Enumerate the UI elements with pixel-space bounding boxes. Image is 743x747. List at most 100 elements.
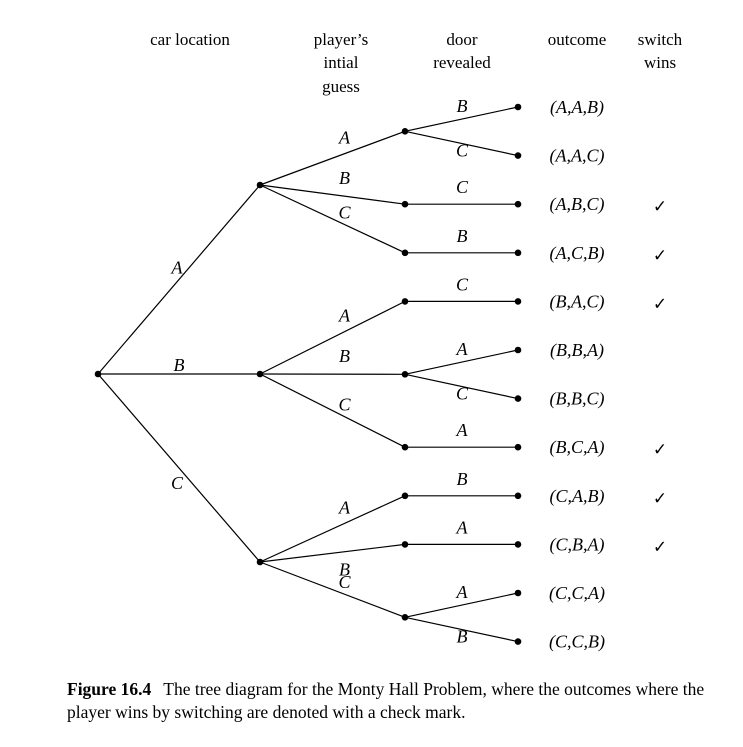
outcome-car-b-guess-b-reveal-c: (B,B,C) xyxy=(550,389,605,410)
header-initial-guess-line-1: player’s xyxy=(314,30,368,49)
check-mark-car-a-guess-c-reveal-b: ✓ xyxy=(653,246,667,266)
label-car-a-guess-a-reveal-c: C xyxy=(456,140,469,160)
edge-car-c-guess-b xyxy=(259,543,406,563)
outcome-car-c-guess-c-reveal-a: (C,C,A) xyxy=(549,583,605,604)
header-initial-guess-line-2: intial xyxy=(324,53,359,72)
label-car-c-guess-b-reveal-a: A xyxy=(456,517,469,537)
guess-node-car-a-guess-c xyxy=(401,249,409,257)
edge-root-to-car-c xyxy=(97,373,261,563)
outcome-car-b-guess-a-reveal-c: (B,A,C) xyxy=(550,291,605,312)
outcome-car-c-guess-c-reveal-b: (C,C,B) xyxy=(549,632,605,653)
leaf-node-car-a-guess-a-reveal-c xyxy=(514,152,522,159)
guess-node-car-b-guess-a xyxy=(401,298,409,305)
guess-node-car-b-guess-c xyxy=(401,443,409,451)
label-car-a-guess-a: A xyxy=(338,128,351,148)
label-car-c-guess-a-reveal-b: B xyxy=(457,469,468,489)
label-car-b-guess-a-reveal-c: C xyxy=(456,274,469,294)
outcome-car-a-guess-b-reveal-c: (A,B,C) xyxy=(550,194,605,215)
leaf-node-car-a-guess-a-reveal-b xyxy=(514,103,522,111)
outcome-car-a-guess-a-reveal-c: (A,A,C) xyxy=(550,146,605,167)
edge-car-b-guess-a xyxy=(259,300,406,375)
label-car-b-guess-b: B xyxy=(339,346,350,366)
label-car-c-guess-a: A xyxy=(338,497,351,517)
figure-label: Figure 16.4 xyxy=(67,679,152,699)
label-car-c-guess-c-reveal-a: A xyxy=(456,582,469,602)
car-node-car-a xyxy=(256,181,264,189)
monty-hall-tree-diagram: car location player’s intial guess door … xyxy=(94,30,683,653)
header-initial-guess-line-3: guess xyxy=(322,77,360,96)
guess-node-car-b-guess-b xyxy=(401,371,409,378)
check-mark-car-b-guess-a-reveal-c: ✓ xyxy=(653,294,667,314)
outcome-car-a-guess-a-reveal-b: (A,A,B) xyxy=(550,97,604,118)
outcome-car-b-guess-b-reveal-a: (B,B,A) xyxy=(550,340,604,361)
header-outcome: outcome xyxy=(548,30,607,49)
check-mark-car-c-guess-a-reveal-b: ✓ xyxy=(653,489,667,509)
check-mark-car-b-guess-c-reveal-a: ✓ xyxy=(653,440,667,460)
header-switch-wins-line-2: wins xyxy=(644,53,676,72)
edge-car-c-guess-c-reveal-b xyxy=(404,616,519,643)
outcome-car-c-guess-b-reveal-a: (C,B,A) xyxy=(550,534,605,555)
edge-car-a-guess-b xyxy=(259,184,406,205)
label-car-a-guess-c-reveal-b: B xyxy=(457,226,468,246)
label-car-b-guess-b-reveal-a: A xyxy=(456,339,469,359)
label-car-a-guess-b-reveal-c: C xyxy=(456,177,469,197)
edge-car-b-guess-b-reveal-a xyxy=(404,349,519,375)
check-mark-car-c-guess-b-reveal-a: ✓ xyxy=(653,537,667,557)
column-headers: car location player’s intial guess door … xyxy=(150,30,683,96)
leaf-node-car-c-guess-b-reveal-a xyxy=(514,541,522,548)
label-car-a-guess-a-reveal-b: B xyxy=(457,96,468,116)
label-car-c-guess-c-reveal-b: B xyxy=(457,626,468,646)
edge-car-a-guess-c xyxy=(259,184,406,254)
label-car-b-guess-c-reveal-a: A xyxy=(456,420,469,440)
label-car-b-guess-b-reveal-c: C xyxy=(456,383,469,403)
edge-car-a-guess-a xyxy=(259,130,406,186)
outcome-car-b-guess-c-reveal-a: (B,C,A) xyxy=(550,437,605,458)
outcome-car-c-guess-a-reveal-b: (C,A,B) xyxy=(550,486,605,507)
edge-car-a-guess-a-reveal-c xyxy=(404,130,519,157)
tree-nodes xyxy=(94,103,522,645)
guess-node-car-a-guess-b xyxy=(401,200,409,208)
tree-edges xyxy=(97,106,519,643)
label-car-c-guess-c: C xyxy=(338,572,351,592)
edge-car-b-guess-b-reveal-c xyxy=(404,373,519,400)
label-car-b: B xyxy=(174,355,185,375)
header-switch-wins-line-1: switch xyxy=(638,30,683,49)
guess-node-car-c-guess-c xyxy=(401,614,409,621)
label-car-c: C xyxy=(171,473,184,493)
header-car-location: car location xyxy=(150,30,230,49)
guess-node-car-c-guess-a xyxy=(401,492,409,500)
leaf-node-car-b-guess-b-reveal-a xyxy=(514,346,522,354)
leaf-node-car-a-guess-c-reveal-b xyxy=(514,249,522,257)
label-car-a-guess-c: C xyxy=(338,203,351,223)
header-door-revealed-line-1: door xyxy=(446,30,478,49)
leaf-node-car-b-guess-a-reveal-c xyxy=(514,298,522,305)
leaf-node-car-a-guess-b-reveal-c xyxy=(514,200,522,208)
root-node xyxy=(94,370,102,378)
label-car-a-guess-b: B xyxy=(339,168,350,188)
leaf-node-car-b-guess-c-reveal-a xyxy=(514,443,522,451)
label-car-a: A xyxy=(171,258,184,278)
car-node-car-b xyxy=(256,370,264,378)
header-door-revealed-line-2: revealed xyxy=(433,53,491,72)
guess-node-car-c-guess-b xyxy=(401,541,409,548)
label-car-c-guess-b: B xyxy=(339,560,350,580)
leaf-node-car-c-guess-c-reveal-a xyxy=(514,589,522,597)
edge-car-c-guess-a xyxy=(259,495,406,563)
leaf-node-car-c-guess-c-reveal-b xyxy=(514,638,522,645)
edge-car-c-guess-c-reveal-a xyxy=(404,592,519,618)
edge-car-a-guess-a-reveal-b xyxy=(404,106,519,132)
figure-caption-text: The tree diagram for the Monty Hall Prob… xyxy=(67,679,705,722)
guess-node-car-a-guess-a xyxy=(401,128,409,135)
car-node-car-c xyxy=(256,558,264,566)
check-mark-car-a-guess-b-reveal-c: ✓ xyxy=(653,197,667,217)
edge-root-to-car-a xyxy=(97,184,261,375)
leaf-node-car-b-guess-b-reveal-c xyxy=(514,395,522,402)
edge-car-b-guess-c xyxy=(259,373,406,448)
label-car-b-guess-c: C xyxy=(338,395,351,415)
label-car-b-guess-a: A xyxy=(338,306,351,326)
outcome-car-a-guess-c-reveal-b: (A,C,B) xyxy=(550,243,605,264)
edge-car-c-guess-c xyxy=(259,561,406,618)
leaf-node-car-c-guess-a-reveal-b xyxy=(514,492,522,500)
